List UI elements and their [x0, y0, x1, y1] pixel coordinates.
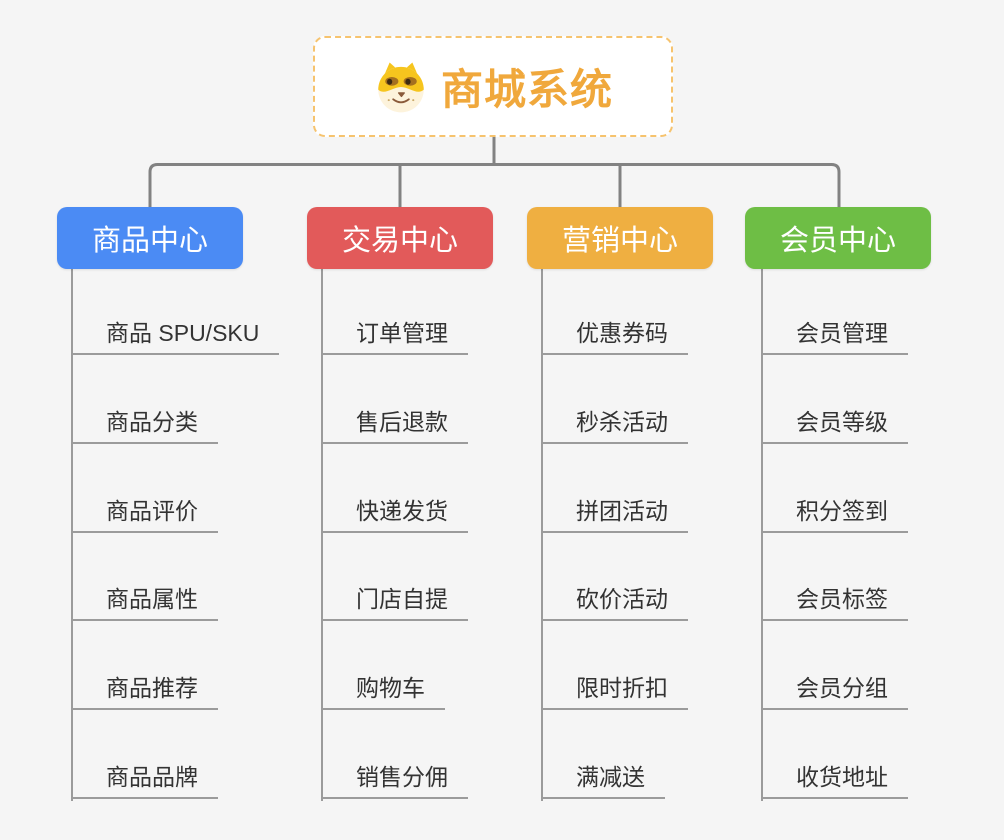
bus-line: [148, 163, 841, 209]
leaf-node-product-brand[interactable]: 商品品牌: [71, 761, 218, 799]
leaf-node-member-group[interactable]: 会员分组: [761, 672, 908, 710]
leaf-node-member-management[interactable]: 会员管理: [761, 317, 908, 355]
leaf-node-product-attribute[interactable]: 商品属性: [71, 583, 218, 621]
root-title: 商城系统: [440, 66, 613, 113]
leaf-node-sales-commission[interactable]: 销售分佣: [321, 761, 468, 799]
branch-children-trade-center: 订单管理 售后退款 快递发货 门店自提 购物车 销售分佣: [321, 269, 468, 801]
branch-children-marketing-center: 优惠券码 秒杀活动 拼团活动 砍价活动 限时折扣 满减送: [541, 269, 688, 801]
leaf-node-member-tag[interactable]: 会员标签: [761, 583, 908, 621]
tree-connectors: [148, 137, 841, 209]
leaf-node-shopping-cart[interactable]: 购物车: [321, 672, 445, 710]
leaf-node-full-reduction[interactable]: 满减送: [541, 761, 665, 799]
leaf-node-order-management[interactable]: 订单管理: [321, 317, 468, 355]
leaf-node-shipping-address[interactable]: 收货地址: [761, 761, 908, 799]
leaf-node-product-category[interactable]: 商品分类: [71, 406, 218, 444]
dog-face-icon: [373, 59, 429, 115]
branch-node-member-center[interactable]: 会员中心: [745, 207, 931, 269]
leaf-node-points-checkin[interactable]: 积分签到: [761, 495, 908, 533]
branch-node-trade-center[interactable]: 交易中心: [307, 207, 493, 269]
leaf-node-flash-sale[interactable]: 秒杀活动: [541, 406, 688, 444]
leaf-node-store-pickup[interactable]: 门店自提: [321, 583, 468, 621]
leaf-node-bargain-activity[interactable]: 砍价活动: [541, 583, 688, 621]
branch-node-marketing-center[interactable]: 营销中心: [527, 207, 713, 269]
branch-node-product-center[interactable]: 商品中心: [57, 207, 243, 269]
leaf-node-after-sale-refund[interactable]: 售后退款: [321, 406, 468, 444]
leaf-node-product-review[interactable]: 商品评价: [71, 495, 218, 533]
leaf-node-express-shipping[interactable]: 快递发货: [321, 495, 468, 533]
leaf-node-product-spu-sku[interactable]: 商品 SPU/SKU: [71, 317, 280, 355]
leaf-node-limited-time-discount[interactable]: 限时折扣: [541, 672, 688, 710]
leaf-node-coupon-code[interactable]: 优惠券码: [541, 317, 688, 355]
leaf-node-member-level[interactable]: 会员等级: [761, 406, 908, 444]
leaf-node-group-buy[interactable]: 拼团活动: [541, 495, 688, 533]
root-node[interactable]: 商城系统: [313, 36, 673, 137]
branch-children-member-center: 会员管理 会员等级 积分签到 会员标签 会员分组 收货地址: [761, 269, 908, 801]
leaf-node-product-recommend[interactable]: 商品推荐: [71, 672, 218, 710]
branch-children-product-center: 商品 SPU/SKU 商品分类 商品评价 商品属性 商品推荐 商品品牌: [71, 269, 280, 801]
